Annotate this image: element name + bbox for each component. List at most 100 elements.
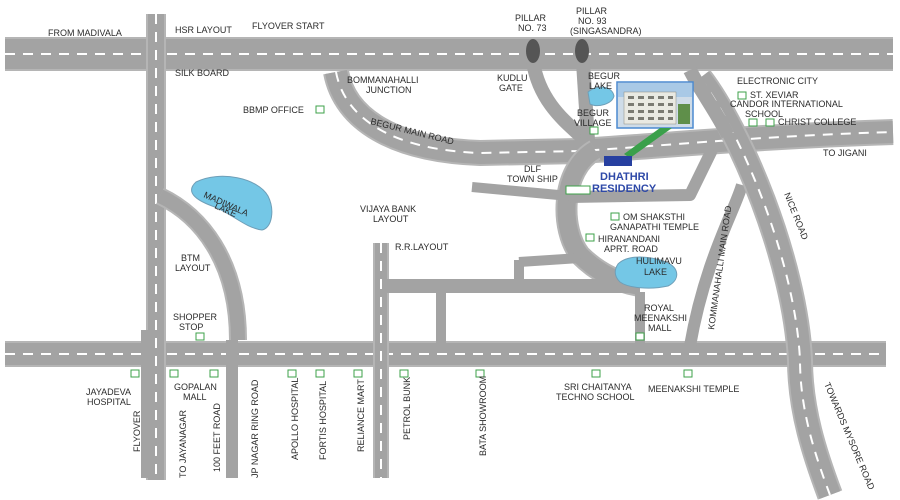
label-dlf-b: TOWN SHIP <box>507 174 558 184</box>
hulimavu-lake <box>614 256 678 289</box>
label-royal-b: MEENAKSHI <box>634 313 687 323</box>
label-jayadeva-b: HOSPITAL <box>87 397 131 407</box>
label-candor-a: CANDOR INTERNATIONAL <box>730 99 843 109</box>
label-christ-college: CHRIST COLLEGE <box>778 117 856 127</box>
project-building <box>604 81 694 166</box>
label-petrol-bunk: PETROL BUNK <box>402 377 412 440</box>
label-gopalan-a: GOPALAN <box>174 382 217 392</box>
dlf-loop-road-fill <box>557 142 642 295</box>
labels: FROM MADIVALA HSR LAYOUT FLYOVER START P… <box>48 6 877 492</box>
electronic-city-branch <box>683 66 735 139</box>
label-meenakshi-temple: MEENAKSHI TEMPLE <box>648 384 739 394</box>
label-vijaya-b: LAYOUT <box>373 214 409 224</box>
reliance-marker <box>353 369 363 378</box>
label-begur-village-a: BEGUR <box>577 108 610 118</box>
label-royal-a: ROYAL <box>644 303 674 313</box>
label-reliance-mart: RELIANCE MART <box>356 379 366 452</box>
label-hsr-layout: HSR LAYOUT <box>175 25 232 35</box>
label-to-jayanagar: TO JAYANAGAR <box>178 409 188 478</box>
project-name-line2: RESIDENCY <box>592 183 657 195</box>
fortis-marker <box>315 369 325 378</box>
label-to-jigani: TO JIGANI <box>823 148 867 158</box>
lakes <box>191 86 678 289</box>
label-bommanahalli-b: JUNCTION <box>366 85 412 95</box>
meenakshi-temple-marker <box>683 369 693 378</box>
label-bommanahalli-a: BOMMANAHALLI <box>347 75 419 85</box>
kommanahalli-road <box>684 183 748 348</box>
label-sri-chaitanya-b: TECHNO SCHOOL <box>556 392 635 402</box>
label-shopper-b: STOP <box>179 322 203 332</box>
shopper-stop-marker <box>195 332 205 341</box>
building-windows <box>628 96 673 120</box>
begur-lake <box>587 86 615 107</box>
bbmp-office-marker <box>315 105 325 114</box>
label-royal-c: MALL <box>648 323 672 333</box>
pillar-73-marker <box>526 39 540 63</box>
label-begur-lake-b: LAKE <box>589 81 612 91</box>
project-name-line1: DHATHRI <box>600 171 649 183</box>
100ft-marker <box>209 369 219 378</box>
label-sri-chaitanya-a: SRI CHAITANYA <box>564 382 632 392</box>
dlf-marker <box>565 185 591 195</box>
begur-village-road <box>576 61 595 141</box>
label-vijaya-a: VIJAYA BANK <box>360 204 416 214</box>
label-candor-b: SCHOOL <box>745 109 783 119</box>
label-flyover: FLYOVER <box>132 410 142 452</box>
label-from-madivala: FROM MADIVALA <box>48 28 122 38</box>
label-hulimavu-a: HULIMAVU <box>636 256 682 266</box>
label-bata-showroom: BATA SHOWROOM <box>478 376 488 456</box>
kudlu-road <box>526 60 590 146</box>
label-gopalan-b: MALL <box>183 392 207 402</box>
label-kudlu-a: KUDLU <box>497 73 528 83</box>
label-flyover-start: FLYOVER START <box>252 21 325 31</box>
inner-link <box>518 253 581 267</box>
label-pillar-93-a: PILLAR <box>576 6 608 16</box>
madiwala-lake <box>191 175 273 231</box>
pillar-93-marker <box>575 39 589 63</box>
label-btm-b: LAYOUT <box>175 263 211 273</box>
label-bbmp-office: BBMP OFFICE <box>243 105 304 115</box>
label-st-xevier: ST. XEVIAR <box>750 90 799 100</box>
landmark-markers <box>130 91 775 378</box>
hiranandani-marker <box>585 233 595 242</box>
royal-meenakshi-marker <box>635 332 645 341</box>
btm-road-fill <box>156 189 245 341</box>
label-electronic-city: ELECTRONIC CITY <box>737 76 818 86</box>
label-begur-lake-a: BEGUR <box>588 71 621 81</box>
label-fortis-hospital: FORTIS HOSPITAL <box>318 381 328 460</box>
sri-chaitanya-marker <box>591 369 601 378</box>
petrol-marker <box>399 369 409 378</box>
label-pillar-93-c: (SINGASANDRA) <box>570 26 642 36</box>
roads <box>5 14 894 500</box>
label-shopper-a: SHOPPER <box>173 312 218 322</box>
label-kudlu-b: GATE <box>499 83 523 93</box>
label-hiranandani-b: APRT. ROAD <box>604 244 658 254</box>
label-dlf-a: DLF <box>524 164 542 174</box>
label-100-feet-road: 100 FEET ROAD <box>212 403 222 472</box>
jayadeva-marker <box>130 369 140 378</box>
building-tree <box>678 104 690 124</box>
label-pillar-93-b: NO. 93 <box>578 16 607 26</box>
label-rr-layout: R.R.LAYOUT <box>395 242 449 252</box>
label-hiranandani-a: HIRANANDANI <box>598 234 660 244</box>
project-connector <box>569 147 718 203</box>
apollo-marker <box>287 369 297 378</box>
dlf-branch <box>471 182 581 202</box>
begur-village-marker <box>589 126 599 135</box>
christ-college-marker <box>765 118 775 127</box>
label-pillar-73-b: NO. 73 <box>518 23 547 33</box>
label-btm-a: BTM <box>181 253 200 263</box>
label-jayadeva-a: JAYADEVA <box>86 387 131 397</box>
gopalan-marker <box>169 369 179 378</box>
location-pointer <box>624 128 672 158</box>
label-silk-board: SILK BOARD <box>175 68 230 78</box>
label-jp-nagar-road: JP NAGAR RING ROAD <box>250 379 260 478</box>
st-xevier-marker <box>737 91 747 100</box>
label-apollo-hospital: APOLLO HOSPITAL <box>290 378 300 460</box>
label-om-shakthi-a: OM SHAKSTHI <box>623 212 685 222</box>
candor-marker <box>748 118 758 127</box>
label-begur-village-b: VILLAGE <box>574 118 612 128</box>
label-pillar-73-a: PILLAR <box>515 13 547 23</box>
